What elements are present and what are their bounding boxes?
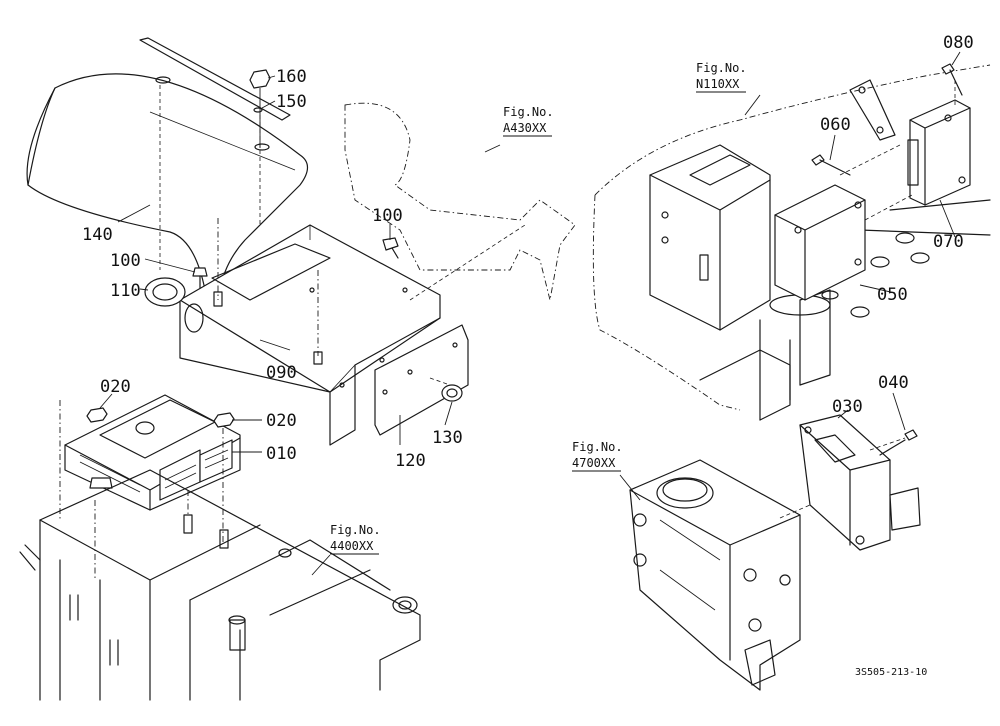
fig-ref-4400: Fig.No. 4400XX <box>330 523 381 555</box>
callout-120: 120 <box>395 451 426 471</box>
housing-4700 <box>629 459 801 691</box>
plate-120 <box>374 324 469 436</box>
fig-ref-a430-label: Fig.No. <box>503 105 554 119</box>
bracket-090 <box>179 218 441 446</box>
callout-040: 040 <box>878 373 909 393</box>
fig-ref-n110-code: N110XX <box>696 77 740 91</box>
callout-100-left: 100 <box>110 251 141 271</box>
module-070 <box>907 99 971 206</box>
bolt-080 <box>941 63 963 96</box>
callout-030: 030 <box>832 397 863 417</box>
leader-lines <box>99 51 961 576</box>
fig-ref-4400-label: Fig.No. <box>330 523 381 537</box>
ecu-010 <box>64 394 241 511</box>
callout-130: 130 <box>432 428 463 448</box>
callout-060: 060 <box>820 115 851 135</box>
callout-080: 080 <box>943 33 974 53</box>
fig-ref-4700-code: 4700XX <box>572 456 616 470</box>
callout-140: 140 <box>82 225 113 245</box>
grommet-130 <box>441 384 463 402</box>
module-030 <box>799 414 921 551</box>
bolt-060 <box>811 154 851 176</box>
callout-020-left: 020 <box>100 377 131 397</box>
outline-a430 <box>344 102 576 301</box>
fig-ref-n110-label: Fig.No. <box>696 61 747 75</box>
fig-ref-a430-code: A430XX <box>503 121 547 135</box>
callout-070: 070 <box>933 232 964 252</box>
fig-ref-4700-label: Fig.No. <box>572 440 623 454</box>
fig-ref-a430: Fig.No. A430XX <box>503 105 554 137</box>
module-050 <box>774 184 866 301</box>
bolt-040 <box>879 429 918 456</box>
grommet-110 <box>144 277 186 307</box>
callout-100-right: 100 <box>372 206 403 226</box>
fig-ref-4700: Fig.No. 4700XX <box>572 440 623 472</box>
fig-ref-n110: Fig.No. N110XX <box>696 61 747 93</box>
assembly-lines <box>159 80 956 519</box>
frame-n110 <box>649 79 991 421</box>
outline-n110 <box>592 64 991 411</box>
callout-150: 150 <box>276 92 307 112</box>
callout-050: 050 <box>877 285 908 305</box>
callout-110: 110 <box>110 281 141 301</box>
bolt-100-right <box>382 237 399 259</box>
callout-090: 090 <box>266 363 297 383</box>
frame-4400 <box>19 400 421 701</box>
callout-160: 160 <box>276 67 307 87</box>
drawing-number: 3S505-213-10 <box>855 667 927 678</box>
callout-020-right: 020 <box>266 411 297 431</box>
nut-020-right <box>213 412 235 428</box>
callout-010: 010 <box>266 444 297 464</box>
strip-150 <box>139 37 291 121</box>
fig-ref-4400-code: 4400XX <box>330 539 374 553</box>
bolt-100-left <box>192 267 208 289</box>
callout-labels: 160 150 140 100 110 100 090 120 130 020 … <box>82 33 974 471</box>
nut-020-left <box>86 407 108 423</box>
